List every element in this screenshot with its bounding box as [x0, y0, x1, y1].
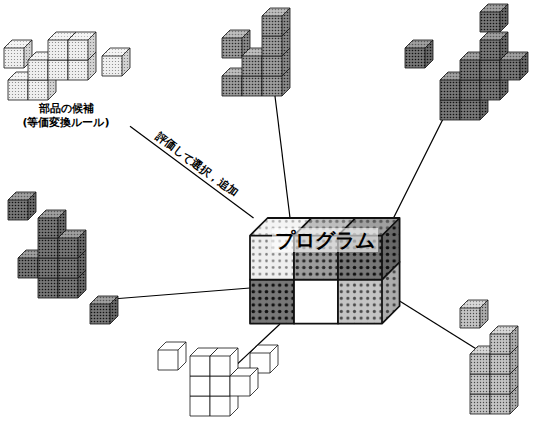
cluster-label: 部品の候補 (等価変換ルール) [2, 102, 130, 130]
spoke-line [275, 96, 290, 218]
cube [480, 4, 508, 32]
spoke-line [100, 288, 250, 300]
program-cube-cluster [250, 218, 400, 324]
cube-cluster [460, 300, 518, 414]
cube [68, 32, 96, 60]
cube [90, 296, 118, 324]
cube-cluster [158, 342, 278, 416]
parts-candidate-cluster: 部品の候補 (等価変換ルール) [2, 28, 130, 130]
program-cluster: プログラム [250, 218, 400, 324]
cube [102, 48, 130, 76]
cube [405, 40, 433, 68]
cube [8, 192, 36, 220]
connector-line [130, 126, 254, 218]
edge-label-holder: 評価して選択，追加 [151, 125, 245, 202]
cube [460, 300, 488, 328]
cube [480, 32, 508, 60]
spoke-line [390, 115, 445, 225]
cube [158, 342, 186, 370]
cube [490, 326, 518, 354]
cube [210, 348, 238, 376]
edge-label: 評価して選択，追加 [152, 129, 243, 201]
cube [38, 210, 66, 238]
cube-cluster [8, 192, 118, 324]
spoke-lines [100, 96, 478, 385]
cube-cluster [405, 4, 528, 120]
cube [262, 8, 290, 36]
cluster-label: プログラム [272, 228, 378, 252]
cube-cluster [4, 32, 130, 100]
cube-cluster [222, 8, 290, 96]
